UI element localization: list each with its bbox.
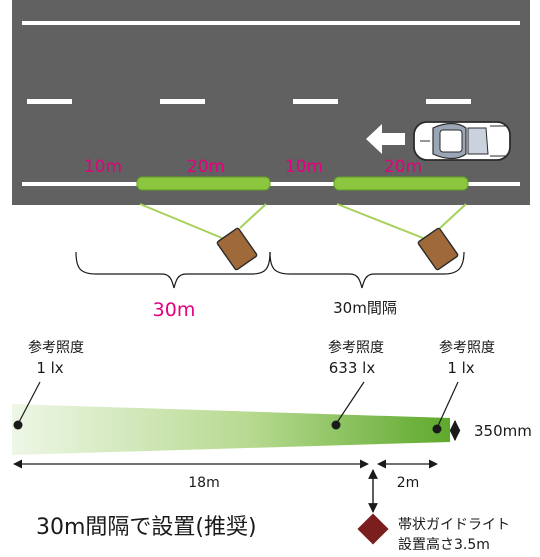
- guide-light-legend-icon: [357, 513, 389, 545]
- center-dashed-line: [27, 99, 471, 104]
- segment-label-2: 20m: [187, 157, 225, 177]
- distance-label-long: 18m: [188, 475, 219, 491]
- illuminance-heading-2: 参考照度: [328, 339, 384, 356]
- segment-label-1: 10m: [84, 157, 122, 177]
- leader-line-1: [17, 381, 41, 425]
- measure-point-3: [432, 424, 442, 434]
- illuminance-value-1: 1 lx: [36, 359, 63, 377]
- beam-line: [239, 203, 267, 229]
- leader-line-3: [436, 381, 459, 429]
- light-fixture-1: [216, 227, 258, 271]
- beam-line: [439, 203, 467, 229]
- segment-label-3: 10m: [285, 157, 323, 177]
- lit-zone-1: [136, 176, 271, 191]
- measure-point-2: [331, 420, 341, 430]
- car-icon: [413, 121, 511, 161]
- illuminance-heading-1: 参考照度: [28, 339, 84, 356]
- road-edge-line-bottom: [22, 182, 520, 186]
- legend-line-1: 帯状ガイドライト: [398, 517, 510, 533]
- segment-label-4: 20m: [384, 157, 422, 177]
- lit-zone-2: [333, 176, 469, 191]
- direction-arrow-icon: [366, 124, 405, 154]
- bracket-right: [269, 251, 465, 289]
- illuminance-value-2: 633 lx: [329, 359, 376, 377]
- distance-label-short: 2m: [397, 475, 420, 491]
- illuminance-heading-3: 参考照度: [439, 339, 495, 356]
- bracket-left: [75, 251, 271, 289]
- height-dimension-label: 350mm: [474, 422, 532, 440]
- leader-line-2: [335, 381, 365, 425]
- light-fixture-2: [417, 227, 459, 271]
- bracket-left-label: 30m: [153, 299, 196, 321]
- road-edge-line-top: [22, 21, 520, 25]
- illuminance-value-3: 1 lx: [447, 359, 474, 377]
- illuminance-gradient-band: [12, 404, 450, 455]
- caption: 30m間隔で設置(推奨): [36, 515, 257, 540]
- bracket-right-label: 30m間隔: [333, 299, 397, 317]
- legend-line-2: 設置高さ3.5m: [398, 536, 490, 553]
- beam-line: [139, 203, 223, 239]
- measure-point-1: [13, 420, 23, 430]
- beam-line: [336, 203, 424, 239]
